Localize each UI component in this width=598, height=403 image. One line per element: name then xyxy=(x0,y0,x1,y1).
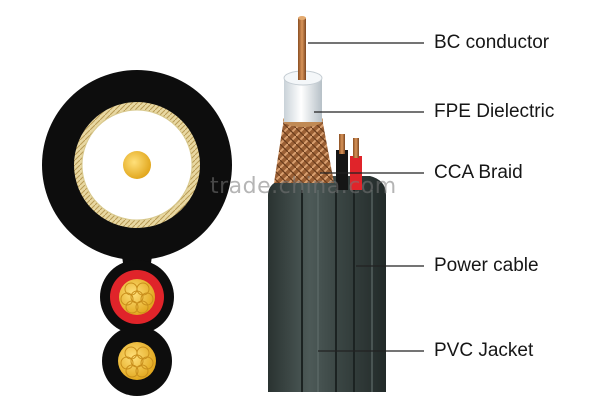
coax-core xyxy=(123,151,151,179)
bc-conductor-shape xyxy=(298,18,306,80)
watermark-text: trade.china.com xyxy=(210,174,397,199)
cable-cross-section-icon xyxy=(42,70,232,396)
power-wire-black xyxy=(336,150,348,190)
power-2-core xyxy=(118,342,156,380)
label-power-cable: Power cable xyxy=(434,255,539,276)
cable-cutaway-icon xyxy=(268,16,386,392)
label-pvc-jacket: PVC Jacket xyxy=(434,340,534,361)
pvc-jacket-shape xyxy=(268,176,386,392)
power-1-core xyxy=(119,279,155,315)
label-bc-conductor: BC conductor xyxy=(434,32,550,53)
leader-lines xyxy=(308,42,424,352)
label-fpe-dielectric: FPE Dielectric xyxy=(434,101,555,122)
cca-braid-shape xyxy=(274,113,334,183)
label-cca-braid: CCA Braid xyxy=(434,162,523,183)
